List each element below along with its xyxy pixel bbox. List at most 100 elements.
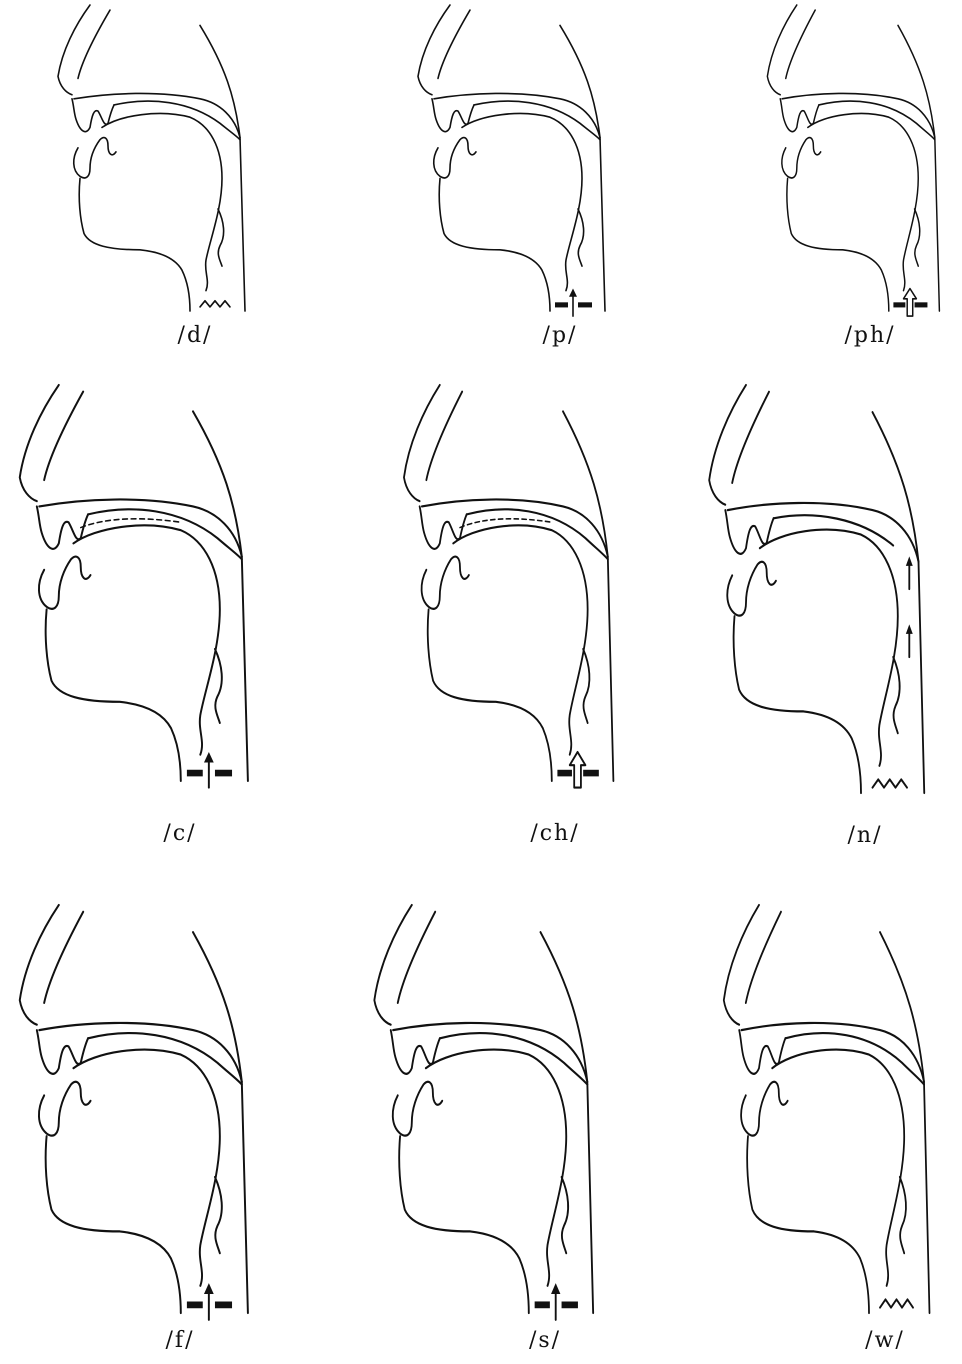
epiglottis bbox=[218, 209, 224, 266]
epiglottis bbox=[215, 649, 222, 723]
tract-outline bbox=[709, 385, 924, 793]
upper-lip-teeth bbox=[391, 1030, 440, 1074]
jaw-line bbox=[747, 1136, 869, 1313]
epiglottis bbox=[583, 649, 589, 723]
hard-palate-top bbox=[782, 93, 935, 137]
upper-lip-teeth bbox=[37, 1030, 88, 1074]
tract-outline bbox=[20, 905, 248, 1320]
tract-outline bbox=[20, 385, 248, 788]
epiglottis bbox=[562, 1177, 569, 1253]
nose-outline bbox=[404, 385, 440, 501]
epiglottis bbox=[900, 1177, 906, 1253]
pharynx-wall bbox=[193, 411, 248, 781]
tract-outline bbox=[767, 5, 939, 316]
pharynx-wall bbox=[200, 25, 245, 311]
vocal-tract-diagram-d: /d/ bbox=[50, 5, 350, 365]
vocal-tract-drawing bbox=[10, 905, 270, 1315]
airflow-arrow-head bbox=[204, 1283, 214, 1294]
upper-lip-teeth bbox=[72, 99, 114, 132]
vocal-tract-drawing bbox=[395, 385, 635, 785]
hard-palate-top bbox=[39, 1023, 242, 1082]
lower-lip-teeth bbox=[39, 1082, 91, 1136]
vocal-tract-drawing bbox=[10, 385, 270, 785]
pharynx-wall bbox=[560, 25, 605, 311]
vocal-tract-diagram-p: /p/ bbox=[410, 5, 710, 365]
vocal-tract-drawing bbox=[410, 5, 630, 315]
jaw-line bbox=[46, 609, 181, 781]
airflow-arrow-hollow bbox=[570, 752, 586, 788]
velum-raised bbox=[88, 1033, 242, 1084]
hard-palate-top bbox=[393, 1023, 587, 1082]
epiglottis bbox=[893, 657, 899, 733]
jaw-line bbox=[787, 178, 889, 311]
nasal-bridge bbox=[398, 912, 435, 1003]
pharynx-wall bbox=[541, 932, 594, 1313]
pharynx-wall bbox=[873, 412, 925, 793]
panel-label-d: /d/ bbox=[115, 323, 275, 348]
vocal-folds-vibrating bbox=[880, 1299, 913, 1307]
hard-palate-top bbox=[422, 499, 608, 556]
vocal-folds-vibrating bbox=[200, 301, 230, 307]
pharynx-wall bbox=[563, 411, 613, 781]
vocal-folds-vibrating bbox=[873, 779, 908, 787]
jaw-line bbox=[428, 609, 552, 781]
lower-lip-teeth bbox=[741, 1082, 788, 1136]
epiglottis bbox=[915, 209, 920, 266]
tract-outline bbox=[418, 5, 605, 316]
tongue-outline bbox=[453, 525, 587, 754]
pharynx-wall bbox=[880, 932, 930, 1313]
jaw-line bbox=[79, 178, 190, 311]
nose-outline bbox=[767, 5, 796, 95]
upper-lip-teeth bbox=[780, 99, 819, 132]
panel-label-c: /c/ bbox=[100, 821, 260, 846]
vocal-tract-drawing bbox=[715, 905, 955, 1315]
velum-raised bbox=[474, 101, 600, 140]
pharynx-wall bbox=[898, 25, 939, 311]
tract-outline bbox=[404, 385, 613, 788]
tongue-outline bbox=[426, 1050, 566, 1286]
hard-palate-top bbox=[728, 503, 919, 562]
jaw-line bbox=[439, 178, 550, 311]
vocal-tract-diagram-f: /f/ bbox=[10, 905, 310, 1360]
nose-outline bbox=[724, 905, 759, 1025]
vocal-tract-diagram-w: /w/ bbox=[715, 905, 962, 1360]
vocal-tract-diagram-n: /n/ bbox=[700, 385, 962, 855]
lower-lip-teeth bbox=[727, 562, 776, 616]
nasal-bridge bbox=[426, 392, 462, 480]
nasal-bridge bbox=[786, 10, 815, 78]
panel-label-n: /n/ bbox=[785, 823, 945, 848]
tongue-outline bbox=[760, 530, 898, 766]
upper-lip-teeth bbox=[432, 99, 474, 132]
nose-outline bbox=[58, 5, 90, 95]
tongue-outline bbox=[462, 113, 582, 290]
epiglottis bbox=[215, 1177, 222, 1253]
panel-label-p: /p/ bbox=[480, 323, 640, 348]
nose-outline bbox=[418, 5, 450, 95]
nasal-bridge bbox=[746, 912, 781, 1003]
tract-outline bbox=[374, 905, 593, 1320]
vocal-tract-drawing bbox=[700, 385, 950, 795]
tongue-outline bbox=[73, 525, 219, 754]
nasal-bridge bbox=[44, 392, 83, 480]
hard-palate-top bbox=[39, 499, 242, 556]
panel-label-f: /f/ bbox=[100, 1328, 260, 1353]
nasal-bridge bbox=[438, 10, 470, 78]
tongue-outline bbox=[772, 1050, 904, 1286]
airflow-arrow-head bbox=[551, 1283, 560, 1294]
nose-outline bbox=[374, 905, 411, 1025]
nose-outline bbox=[20, 905, 59, 1025]
vocal-tract-diagram-s: /s/ bbox=[365, 905, 665, 1360]
upper-lip-teeth bbox=[725, 510, 773, 554]
velum-raised bbox=[467, 509, 608, 559]
velum-raised bbox=[114, 101, 240, 140]
panel-label-s: /s/ bbox=[465, 1328, 625, 1353]
tongue-outline bbox=[73, 1050, 219, 1286]
epiglottis bbox=[578, 209, 584, 266]
jaw-line bbox=[734, 616, 861, 793]
tongue-outline bbox=[102, 113, 222, 290]
lower-lip-teeth bbox=[782, 138, 821, 178]
velum-raised bbox=[440, 1033, 587, 1084]
lower-lip-teeth bbox=[393, 1082, 442, 1136]
nasal-bridge bbox=[732, 392, 769, 483]
nasal-bridge bbox=[78, 10, 110, 78]
